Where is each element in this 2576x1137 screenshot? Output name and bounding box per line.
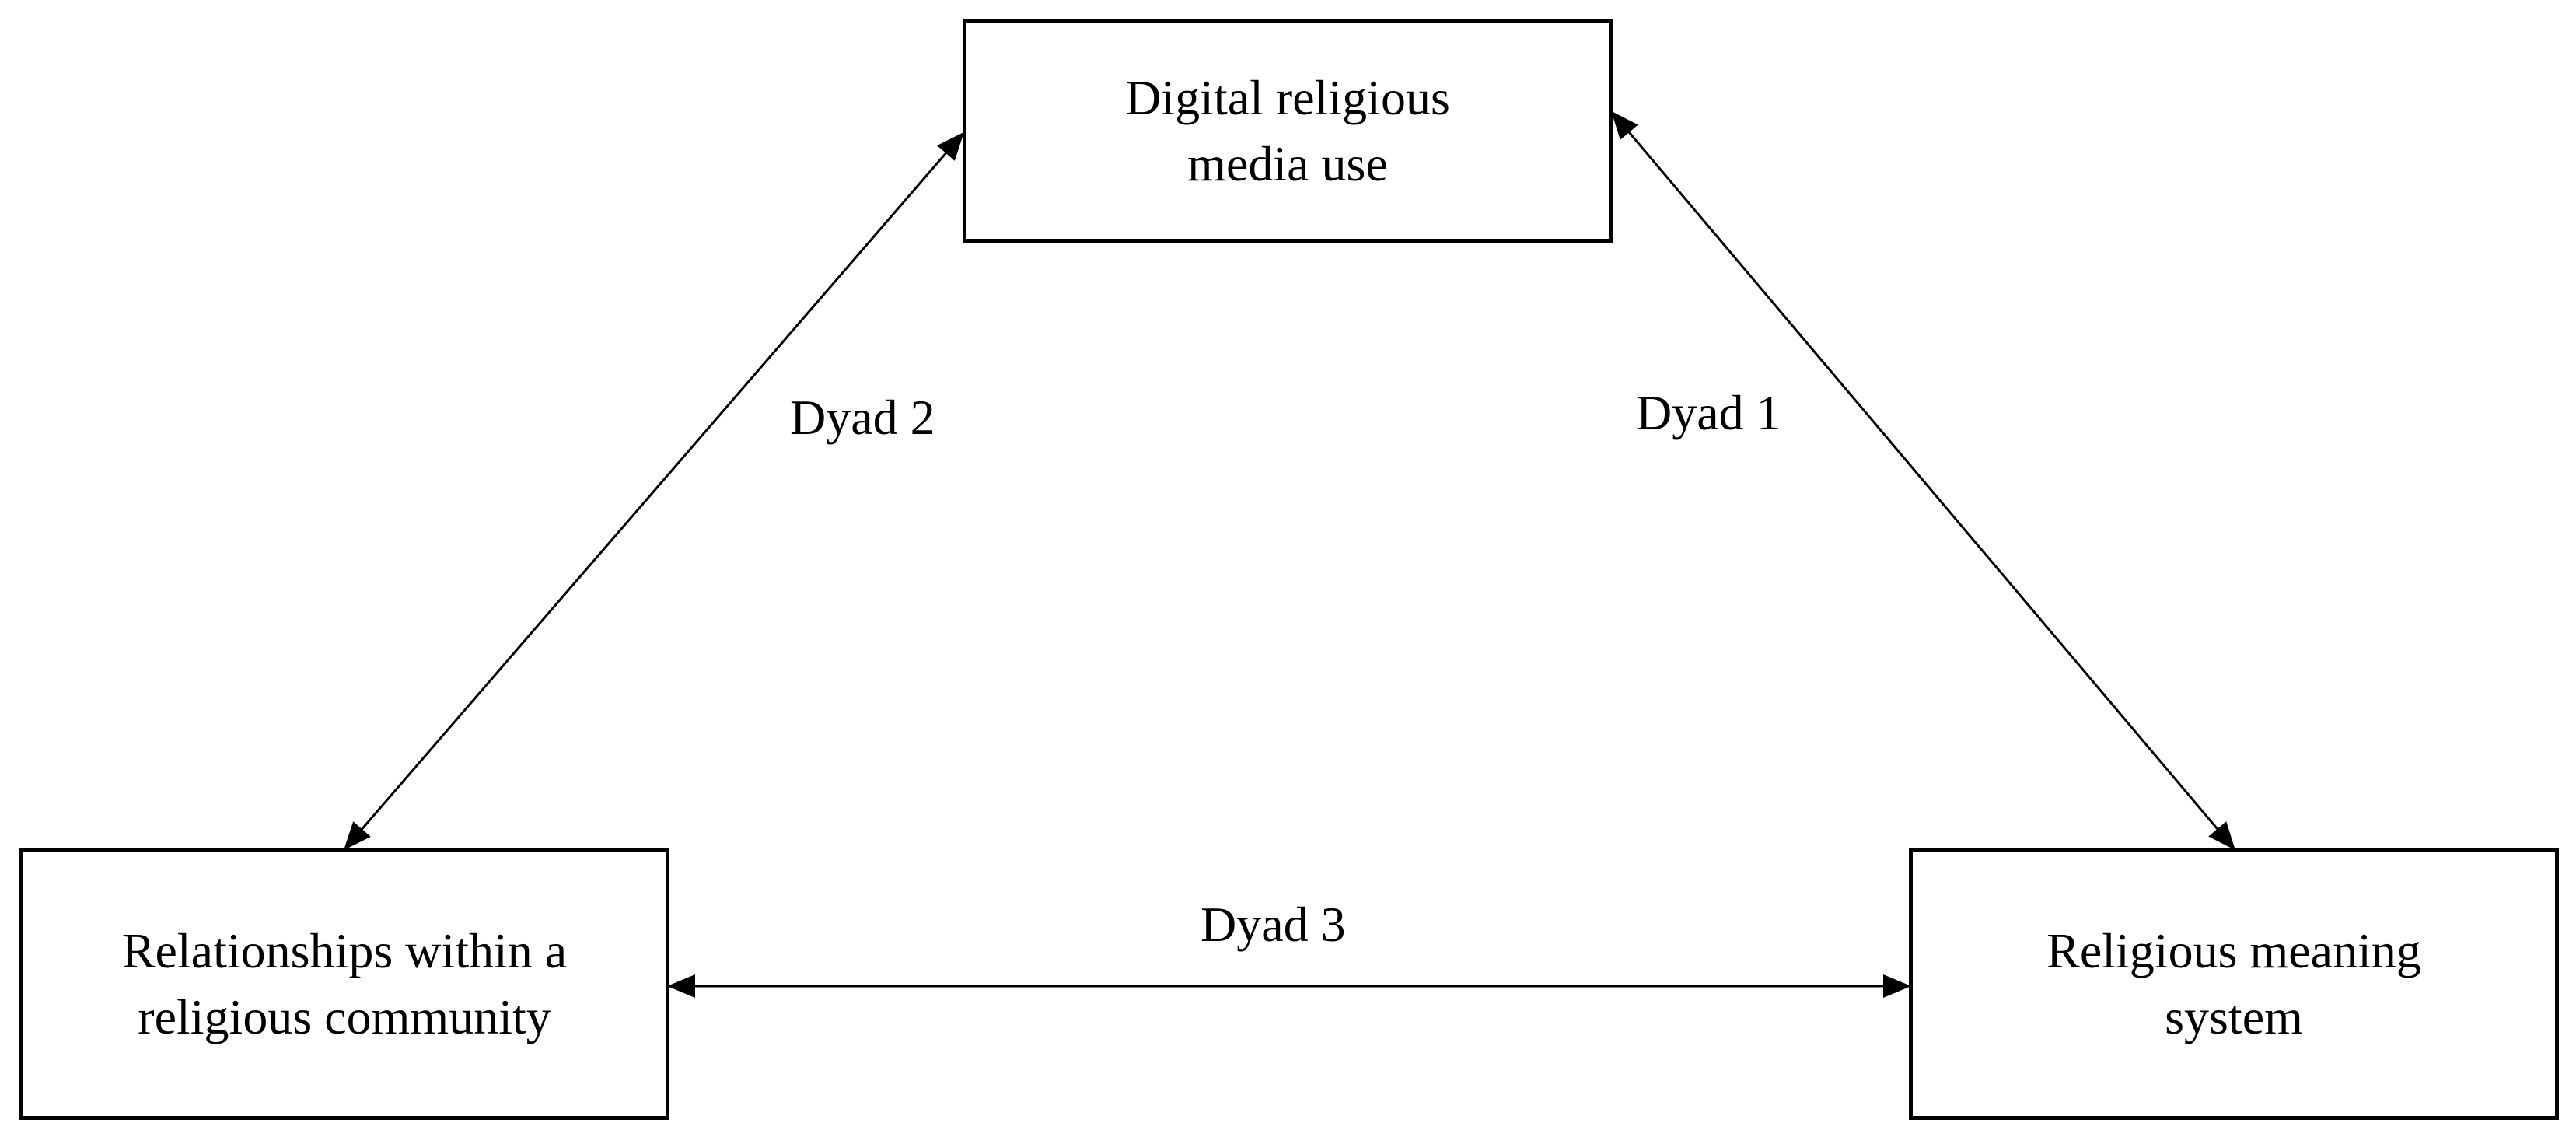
dyad2-label: Dyad 2 — [790, 390, 935, 445]
node-label: Religious meaning system — [2046, 923, 2421, 1044]
dyad1-label: Dyad 1 — [1636, 385, 1781, 440]
dyad1-arrow — [1611, 110, 2235, 851]
node-relationships-religious-community: Relationships within a religious communi… — [19, 848, 669, 1120]
dyad2-arrow — [344, 131, 964, 851]
node-religious-meaning-system: Religious meaning system — [1909, 848, 2559, 1120]
dyad3-label: Dyad 3 — [1201, 897, 1346, 952]
node-label: Relationships within a religious communi… — [121, 923, 568, 1044]
node-label: Digital religious media use — [1125, 70, 1450, 191]
node-digital-religious-media-use: Digital religious media use — [963, 19, 1613, 243]
